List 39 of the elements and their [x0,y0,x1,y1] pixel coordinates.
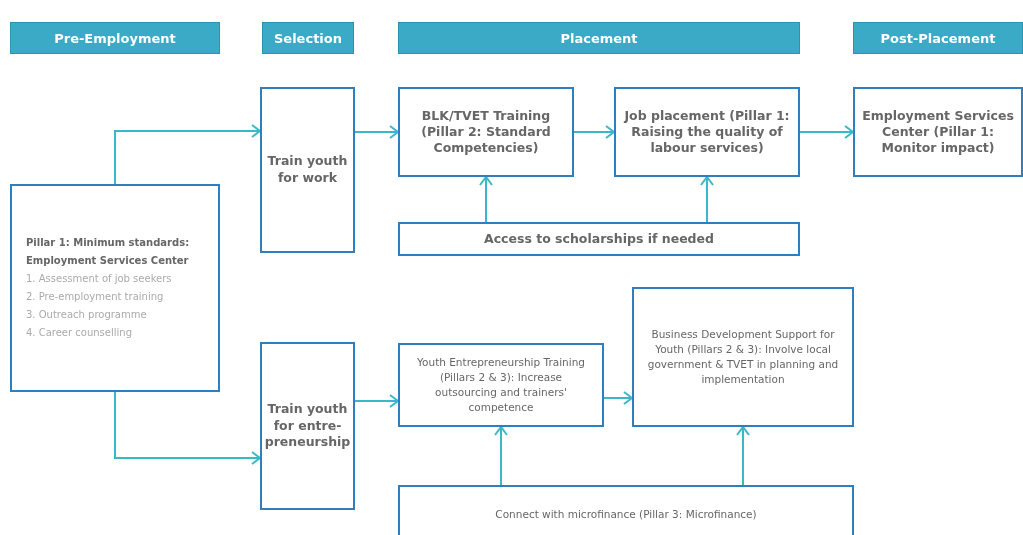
phase-header: Post-Placement [853,22,1023,54]
process-box [260,87,355,253]
phase-header: Selection [262,22,354,54]
list-item: 2. Pre-employment training [26,290,164,304]
box-text: Access to scholarships if needed [484,230,714,248]
process-box [398,87,574,177]
box-text: Train youth for work [266,153,349,187]
process-box [853,87,1023,177]
process-box [260,342,355,510]
arrow [354,125,399,139]
list-item: 4. Career counselling [26,326,132,340]
process-box [398,485,854,535]
process-box [398,343,604,427]
arrow [494,426,508,486]
box-text: BLK/TVET Training (Pillar 2: Standard Competencies) [420,107,552,157]
arrow [736,426,750,486]
list-item: 1. Assessment of job seekers [26,272,172,286]
process-box [398,222,800,256]
arrow [114,124,261,185]
list-item: 3. Outreach programme [26,308,147,322]
box-text: Connect with microfinance (Pillar 3: Microfinance) [495,507,757,523]
arrow [354,394,399,408]
process-box [614,87,800,177]
box-text: Pillar 1: Minimum standards: Employment Services Center [26,236,191,268]
arrow [479,176,493,223]
phase-header: Placement [398,22,800,54]
arrow [799,125,854,139]
arrow [114,391,261,465]
process-box [10,184,220,392]
arrow [700,176,714,223]
arrow [573,125,615,139]
box-text: Train youth for entre-preneurship [264,400,351,452]
box-text: Business Development Support for Youth (Pillars 2 & 3): Involve local government & TVET in planning and implementation [646,326,840,388]
process-box [632,287,854,427]
box-text: Youth Entrepreneurship Training (Pillars 2 & 3): Increase outsourcing and trainers' competence [416,354,586,416]
box-text: Job placement (Pillar 1: Raising the quality of labour services) [622,107,791,157]
box-text: Employment Services Center (Pillar 1: Monitor impact) [861,107,1015,157]
arrow [603,391,633,405]
phase-header: Pre-Employment [10,22,220,54]
